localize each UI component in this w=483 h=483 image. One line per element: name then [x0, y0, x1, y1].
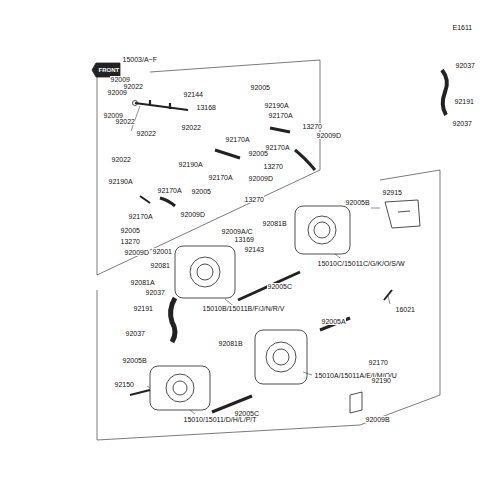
- callout-number: 92170A: [268, 112, 293, 119]
- callout-number: 13270: [263, 163, 283, 170]
- callout-number: 92191: [454, 98, 474, 105]
- carburetor: [150, 366, 210, 410]
- group-outline: [97, 170, 440, 440]
- callout-number: 92190A: [178, 161, 203, 168]
- callout-number: 92009D: [248, 175, 274, 182]
- clamp: [140, 196, 150, 203]
- callout-number: 92022: [181, 124, 201, 131]
- callout-number: 92009D: [180, 211, 206, 218]
- callout-number: 92037: [455, 62, 475, 69]
- callout-number: 92009: [110, 76, 130, 83]
- carburetor-bore: [166, 374, 194, 402]
- hose: [270, 128, 290, 132]
- callout-number: 92005C: [267, 283, 293, 290]
- carburetor-bore: [308, 216, 336, 244]
- callout-number: 92037: [145, 289, 165, 296]
- callout-number: 92037: [452, 120, 472, 127]
- carburetor-bore: [190, 257, 220, 287]
- group-outline: [97, 60, 320, 275]
- callout-number: 92170A: [157, 187, 182, 194]
- callout-number: 13270: [244, 196, 264, 203]
- callout-number: 15010/15011/D/H/L/P/T: [183, 416, 257, 423]
- callout-number: 15003/A~F: [122, 56, 157, 63]
- callout-number: 92170A: [128, 213, 153, 220]
- callout-number: 92081B: [262, 220, 287, 227]
- carburetor: [255, 330, 307, 384]
- callout-number: 92150: [114, 381, 134, 388]
- callout-number: 92144: [183, 91, 203, 98]
- callout-number: 92009D: [316, 132, 342, 139]
- hose: [160, 198, 175, 206]
- callout-number: 92037: [125, 330, 145, 337]
- figure-code: E1611: [452, 24, 473, 31]
- callout-number: 92005A: [321, 318, 346, 325]
- callout-number: 92170A: [208, 174, 233, 181]
- callout-number: 92005: [120, 227, 140, 234]
- callout-number: 92009: [107, 89, 127, 96]
- front-arrow: [92, 63, 120, 77]
- shaft: [238, 272, 300, 300]
- callout-number: 92170A: [225, 136, 250, 143]
- carburetor: [295, 206, 350, 254]
- callout-number: 92005: [191, 188, 211, 195]
- callout-number: 92005B: [345, 199, 370, 206]
- carburetor-bore: [266, 342, 296, 372]
- carburetor-bore: [314, 222, 330, 238]
- vent-hose: [442, 70, 447, 115]
- carburetor-bore: [273, 349, 289, 365]
- callout-number: 92190: [371, 377, 391, 384]
- callout-number: 92191: [133, 305, 153, 312]
- callout-number: 92022: [136, 130, 156, 137]
- callout-number: 92081A: [130, 279, 155, 286]
- callout-number: 92170A: [265, 144, 290, 151]
- callout-number: 92009A/C: [221, 228, 253, 235]
- screw: [130, 390, 150, 395]
- callout-number: 13169: [234, 236, 254, 243]
- callout-number: 13270: [120, 238, 140, 245]
- callout-number: 92190A: [108, 178, 133, 185]
- callout-number: 15010B/15011B/F/J/N/R/V: [202, 305, 285, 312]
- callout-number: 92009B: [365, 416, 390, 423]
- callout-number: 92001: [152, 248, 172, 255]
- callout-number: 16021: [395, 306, 415, 313]
- callout-number: 92022: [111, 156, 131, 163]
- carburetor: [175, 246, 235, 298]
- callout-number: 92190A: [264, 102, 289, 109]
- callout-number: 92143: [244, 246, 264, 253]
- cable-end: [384, 290, 392, 300]
- callout-number: 92081B: [218, 340, 243, 347]
- hose: [295, 150, 315, 170]
- callout-number: 92005: [250, 84, 270, 91]
- carburetor-bore: [173, 381, 187, 395]
- callout-number: 13168: [196, 104, 216, 111]
- callout-number: 92005: [248, 150, 268, 157]
- hose: [215, 150, 240, 158]
- fuel-rail: [135, 100, 188, 110]
- callout-number: 92915: [382, 189, 402, 196]
- fitting: [133, 101, 138, 106]
- carburetor-bore: [197, 264, 213, 280]
- callout-number: 92170: [368, 359, 388, 366]
- bracket: [385, 200, 420, 228]
- callout-number: 15010C/15011C/G/K/O/S/W: [317, 260, 405, 267]
- vent-hose: [171, 298, 175, 342]
- shaft: [320, 318, 350, 330]
- callout-number: 92009D: [124, 249, 150, 256]
- callout-number: 13270: [302, 123, 322, 130]
- callout-number: 92022: [115, 118, 135, 125]
- front-mark: FRONT: [98, 67, 120, 73]
- pipe: [350, 392, 362, 413]
- callout-number: 92005B: [122, 357, 147, 364]
- callout-number: 92081: [150, 262, 170, 269]
